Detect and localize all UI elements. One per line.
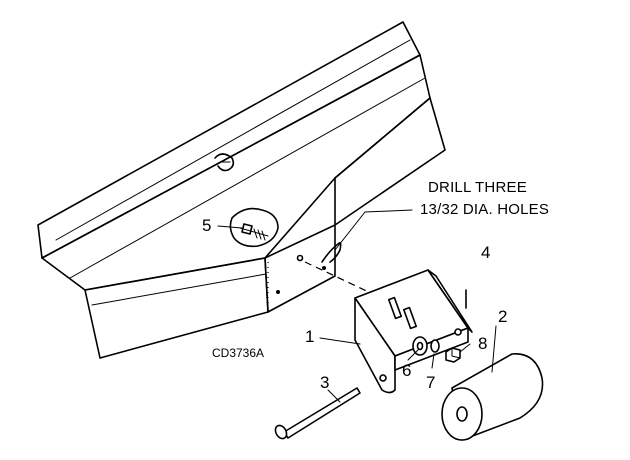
bolt-5-threads <box>253 228 266 241</box>
callout-1: 1 <box>305 327 314 346</box>
leader-7 <box>431 353 435 369</box>
bracket-hole <box>454 328 462 336</box>
hardware-set <box>412 336 461 363</box>
leader-3 <box>327 389 341 403</box>
leader-5 <box>217 225 243 229</box>
callout-2: 2 <box>498 307 507 326</box>
bracket-top-edge <box>427 269 473 333</box>
leader-note <box>364 209 413 213</box>
pin-head <box>274 424 288 440</box>
beam-front-crease <box>69 77 426 279</box>
callout-8: 8 <box>478 334 487 353</box>
bracket-slot <box>387 296 403 320</box>
leader-lines <box>217 209 497 403</box>
drill-hole <box>322 266 326 270</box>
bracket-side-face <box>354 297 396 394</box>
lock-washer <box>430 339 440 353</box>
drill-note-line-2: 13/32 DIA. HOLES <box>420 201 549 218</box>
callout-6: 6 <box>402 361 411 380</box>
hex-nut <box>445 347 461 363</box>
callout-5: 5 <box>202 216 211 235</box>
beam-front-face <box>41 54 431 291</box>
top-tab-clip <box>214 153 235 172</box>
beam-top-face <box>37 21 421 259</box>
cutaway-window <box>229 207 279 248</box>
leader-8 <box>459 343 471 353</box>
beam-end-plate <box>264 224 336 313</box>
leader-note-arrow <box>334 211 366 251</box>
drill-hole <box>276 290 280 294</box>
roller <box>441 353 544 441</box>
leader-6 <box>407 349 419 361</box>
callout-3: 3 <box>320 373 329 392</box>
callout-4: 4 <box>481 243 490 262</box>
drill-note-line-1: DRILL THREE <box>428 179 527 196</box>
figure-code: CD3736A <box>212 346 264 360</box>
flat-washer-hole <box>416 341 424 351</box>
pin-shank <box>283 387 361 439</box>
beam-lower-crease <box>91 273 267 306</box>
leader-2 <box>491 325 497 373</box>
roller-bore <box>456 406 468 422</box>
beam-lower-left-face <box>84 257 269 359</box>
callout-7: 7 <box>426 373 435 392</box>
bolt-5-head <box>241 223 253 235</box>
beam-top-edge-line <box>55 39 411 241</box>
drill-hole <box>296 254 304 262</box>
beam-lower-right-face <box>334 97 446 226</box>
mounting-bracket <box>354 269 473 394</box>
bracket-slot <box>402 306 418 330</box>
leader-1 <box>319 337 361 345</box>
hex-nut-edge <box>451 347 461 359</box>
roller-pin <box>274 387 361 440</box>
bracket-hole <box>379 374 387 382</box>
